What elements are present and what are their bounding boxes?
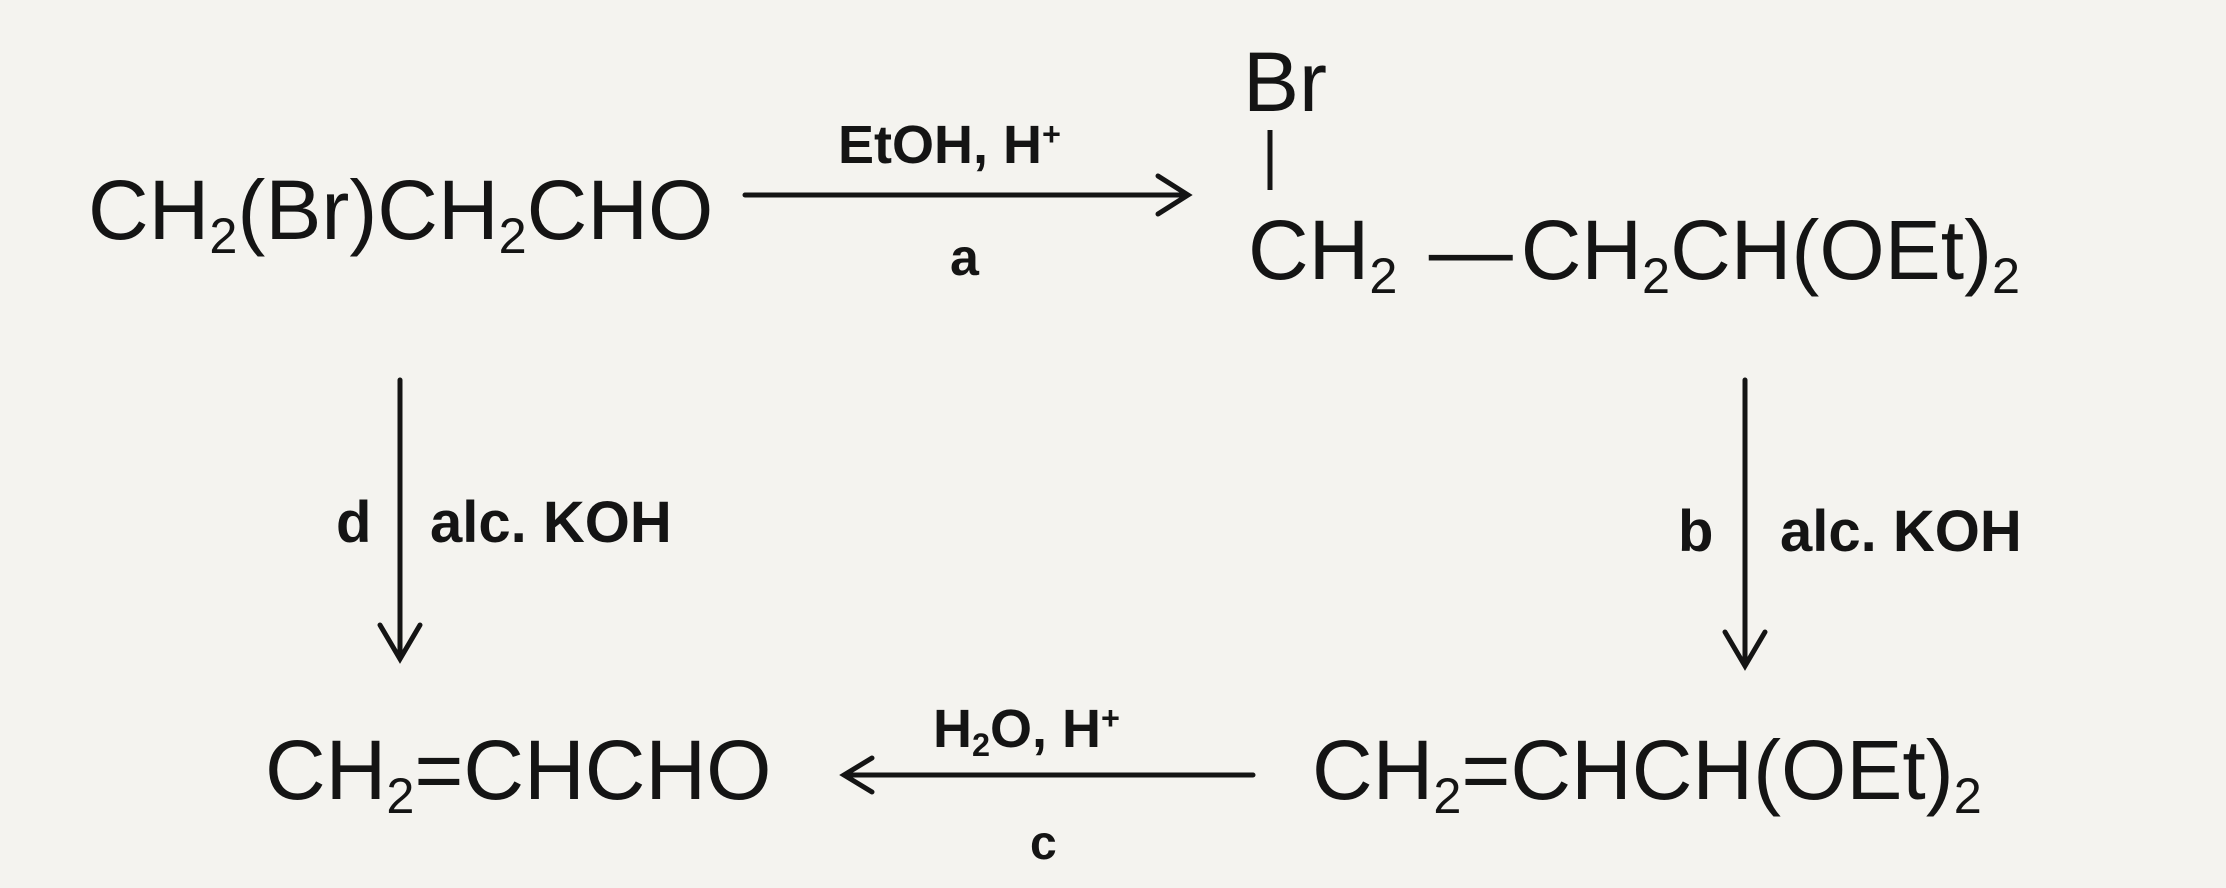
arrow-c — [839, 755, 1256, 795]
compound-start: CH2(Br)CH2CHO — [88, 163, 714, 265]
compound-acetal-br-halogen: Br — [1243, 35, 1327, 129]
compound-acetal-br: CH2 —CH2CH(OEt)2 — [1248, 203, 2021, 305]
compound-product: CH2=CHCHO — [265, 723, 772, 825]
arrow-b — [1722, 377, 1768, 671]
reagent-a: EtOH, H+ — [838, 115, 1061, 175]
arrow-d — [377, 377, 423, 664]
reagent-b: alc. KOH — [1780, 499, 2022, 564]
step-letter-b: b — [1678, 499, 1714, 564]
step-letter-c: c — [1030, 817, 1057, 870]
reagent-d: alc. KOH — [430, 490, 672, 555]
step-letter-d: d — [336, 490, 372, 555]
step-letter-a: a — [950, 229, 979, 287]
compound-acetal-alkene: CH2=CHCH(OEt)2 — [1312, 723, 1982, 825]
arrow-a — [742, 173, 1193, 217]
reagent-c: H2O, H+ — [933, 699, 1120, 764]
